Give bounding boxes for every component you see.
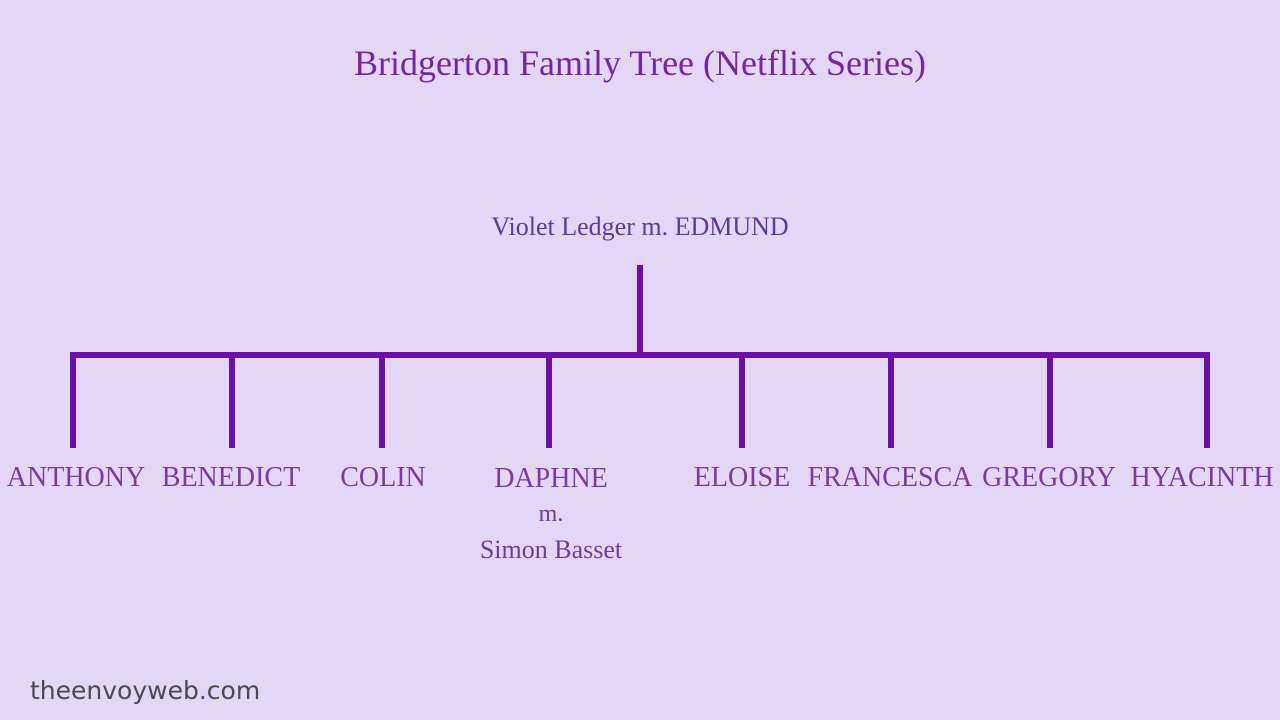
- watermark-site-credit: theenvoyweb.com: [30, 676, 261, 705]
- child-benedict: BENEDICT: [161, 462, 301, 493]
- child-daphne: DAPHNE: [494, 463, 608, 494]
- connector-trunk-line: [637, 265, 643, 358]
- connector-drop-hyacinth: [1204, 352, 1210, 448]
- connector-drop-daphne: [546, 352, 552, 448]
- connector-drop-francesca: [888, 352, 894, 448]
- child-eloise: ELOISE: [693, 462, 791, 493]
- child-gregory: GREGORY: [982, 462, 1116, 493]
- connector-drop-anthony: [70, 352, 76, 448]
- child-francesca: FRANCESCA: [807, 462, 973, 493]
- child-hyacinth: HYACINTH: [1130, 462, 1274, 493]
- connector-drop-gregory: [1047, 352, 1053, 448]
- connector-drop-benedict: [229, 352, 235, 448]
- child-anthony: ANTHONY: [6, 462, 146, 493]
- page-title: Bridgerton Family Tree (Netflix Series): [354, 43, 926, 83]
- daphne-spouse: Simon Basset: [479, 535, 623, 564]
- connector-drop-colin: [379, 352, 385, 448]
- connector-drop-eloise: [739, 352, 745, 448]
- daphne-marriage-prefix: m.: [538, 501, 564, 527]
- child-colin: COLIN: [340, 462, 426, 493]
- connector-horizontal-line: [70, 352, 1210, 358]
- parent-couple-label: Violet Ledger m. EDMUND: [491, 212, 789, 241]
- child-daphne-group: DAPHNE m. Simon Basset: [480, 462, 622, 568]
